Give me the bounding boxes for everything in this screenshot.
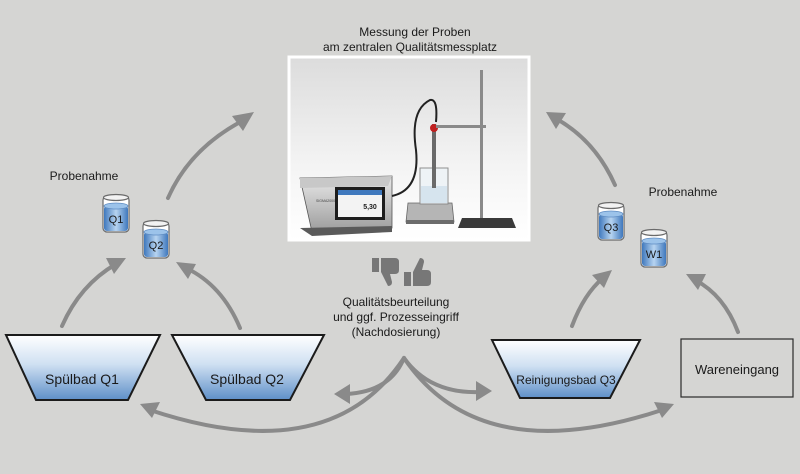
tank-rinse2: Spülbad Q2 [170,334,326,401]
tank-rinse1-label: Spülbad Q1 [45,371,119,387]
sample-jar-q1: Q1 [102,193,130,233]
sampling-right: Probenahme Q3 W1 [597,185,718,268]
arrowhead-right-to-measurement [546,112,566,129]
arrowhead-rinse1-to-sample [106,258,126,274]
assessment-line1: Qualitätsbeurteilung [343,295,450,309]
arrow-rinse1-to-sample [60,262,118,328]
incoming-goods-label: Wareneingang [695,362,779,377]
sampling-left-label: Probenahme [50,169,119,183]
sample-label-q3: Q3 [604,222,619,234]
arrow-feedback-to-incoming [402,356,664,433]
assessment: Qualitätsbeurteilung und ggf. Prozessein… [333,258,460,339]
flow-arrows [60,112,740,433]
arrowhead-cleaning-to-sample [592,270,612,288]
incoming-goods-box: Wareneingang [680,338,794,398]
tank-cleaning: Reinigungsbad Q3 [490,339,642,399]
sample-label-q2: Q2 [149,240,164,252]
arrow-right-to-measurement [553,116,617,187]
measurement-title-line2: am zentralen Qualitätsmessplatz [323,40,497,54]
sample-label-w1: W1 [646,249,663,261]
sample-jar-q2: Q2 [142,219,170,259]
tank-rinse2-label: Spülbad Q2 [210,371,284,387]
measurement-title-line1: Messung der Proben [359,25,470,39]
arrow-cleaning-to-sample [570,276,605,328]
arrow-rinse2-to-sample [184,266,242,330]
measurement-photo: 5,30 SIGMA2000 [287,55,531,242]
assessment-line3: (Nachdosierung) [352,325,441,339]
tank-cleaning-label: Reinigungsbad Q3 [516,373,616,387]
arrow-incoming-to-sample [693,278,740,334]
arrowhead-feedback-to-rinse2 [334,384,350,404]
arrow-left-to-measurement [166,118,246,200]
arrowhead-feedback-to-cleaning [476,381,492,401]
arrowhead-rinse2-to-sample [176,262,196,279]
arrowhead-feedback-to-rinse1 [140,402,160,418]
sample-label-q1: Q1 [109,214,124,226]
arrowhead-left-to-measurement [232,112,254,131]
sampling-left: Probenahme Q1 Q2 [50,169,170,259]
tank-rinse1: Spülbad Q1 [4,334,162,401]
measurement-station: Messung der Proben am zentralen Qualität… [287,25,531,242]
arrow-feedback-to-rinse1 [148,356,406,433]
arrowhead-incoming-to-sample [686,274,706,290]
thumbs-up-icon [404,258,431,286]
assessment-line2: und ggf. Prozesseingriff [333,310,460,324]
sample-jar-w1: W1 [640,228,668,268]
device-display-value: 5,30 [363,204,377,211]
arrow-feedback-to-rinse2 [344,356,406,396]
arrowhead-feedback-to-incoming [654,402,674,418]
sampling-right-label: Probenahme [649,185,718,199]
thumbs-down-icon [372,258,399,286]
sample-jar-q3: Q3 [597,201,625,241]
device-brand: SIGMA2000 [316,199,335,203]
